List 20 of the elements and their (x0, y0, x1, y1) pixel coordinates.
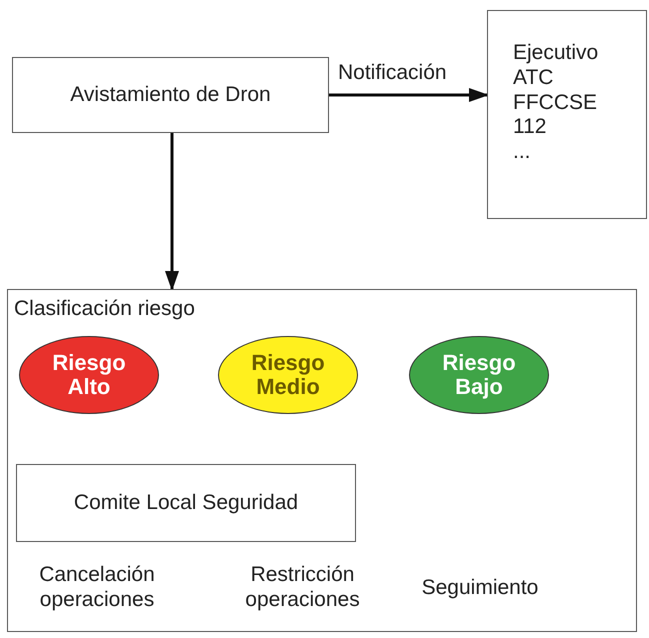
risk-label: Riesgo Alto (52, 350, 126, 400)
risk-label: Riesgo Bajo (442, 350, 516, 400)
list-item: FFCCSE (513, 90, 597, 116)
process-box (7, 289, 637, 632)
process-box (16, 464, 356, 542)
group-heading: Clasificación riesgo (14, 296, 195, 322)
outcome-text: Restricción operaciones (244, 562, 361, 612)
process-box (487, 10, 647, 219)
list-item: ATC (513, 66, 554, 91)
list-item: Ejecutivo (513, 41, 598, 66)
list-item: ... (513, 140, 531, 165)
risk-label: Riesgo Medio (251, 350, 325, 400)
list-item: 112 (513, 115, 546, 140)
box-text: Comite Local Seguridad (74, 490, 298, 516)
arrow (165, 133, 179, 291)
outcome-text: Seguimiento (420, 575, 540, 600)
process-box (12, 57, 329, 133)
outcome-text: Cancelación operaciones (38, 562, 156, 612)
box-text: Avistamiento de Dron (70, 82, 271, 108)
arrow (329, 88, 489, 102)
